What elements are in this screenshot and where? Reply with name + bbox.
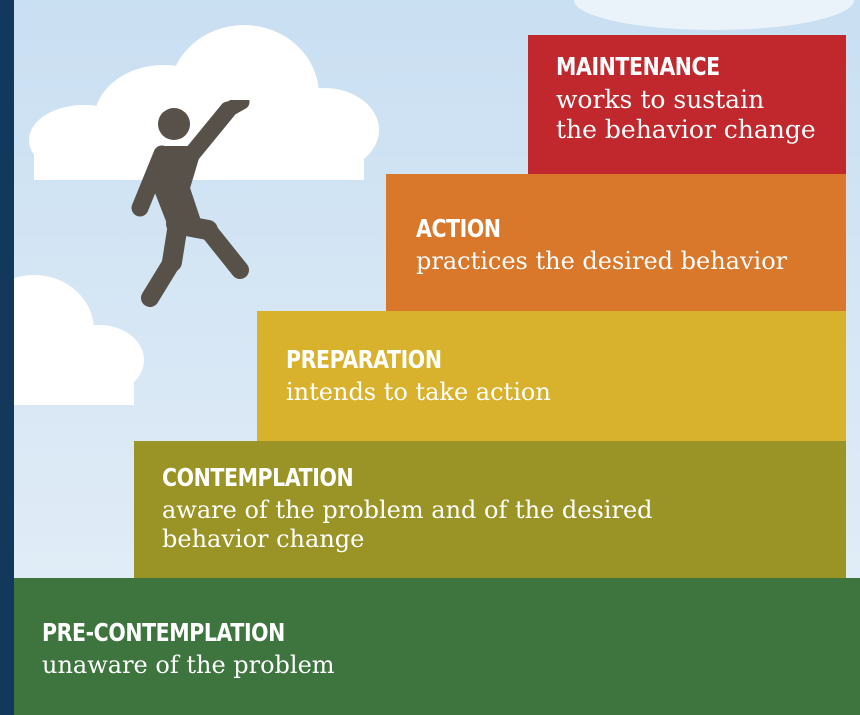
stage-title-maintenance: MAINTENANCE [556,52,720,81]
stage-precontemplation: PRE-CONTEMPLATION unaware of the problem [14,578,860,715]
stage-contemplation: CONTEMPLATION aware of the problem and o… [134,441,846,581]
climbing-person-icon [131,100,250,307]
stage-title-preparation: PREPARATION [286,345,442,374]
stage-action: ACTION practices the desired behavior [386,174,846,314]
cloud-top-right-faint [574,0,854,30]
stage-description-action: practices the desired behavior [416,247,788,275]
stage-title-contemplation: CONTEMPLATION [162,463,354,492]
stage-preparation: PREPARATION intends to take action [257,311,846,444]
cloud-left-middle [14,275,144,405]
stage-title-action: ACTION [416,214,501,243]
stage-maintenance: MAINTENANCE works to sustain the behavio… [528,35,846,177]
stage-description-precontemplation: unaware of the problem [42,651,335,679]
stage-description-line-2: the behavior change [556,115,816,144]
stage-title-precontemplation: PRE-CONTEMPLATION [42,618,285,647]
stage-description-line-1: aware of the problem and of the desired [162,496,653,524]
stage-description-preparation: intends to take action [286,378,551,406]
stage-description-line-2: behavior change [162,524,365,553]
stage-description-line-1: works to sustain [556,85,765,114]
stage-description-maintenance: works to sustain the behavior change [556,85,846,145]
stage-description-contemplation: aware of the problem and of the desired … [162,496,762,554]
